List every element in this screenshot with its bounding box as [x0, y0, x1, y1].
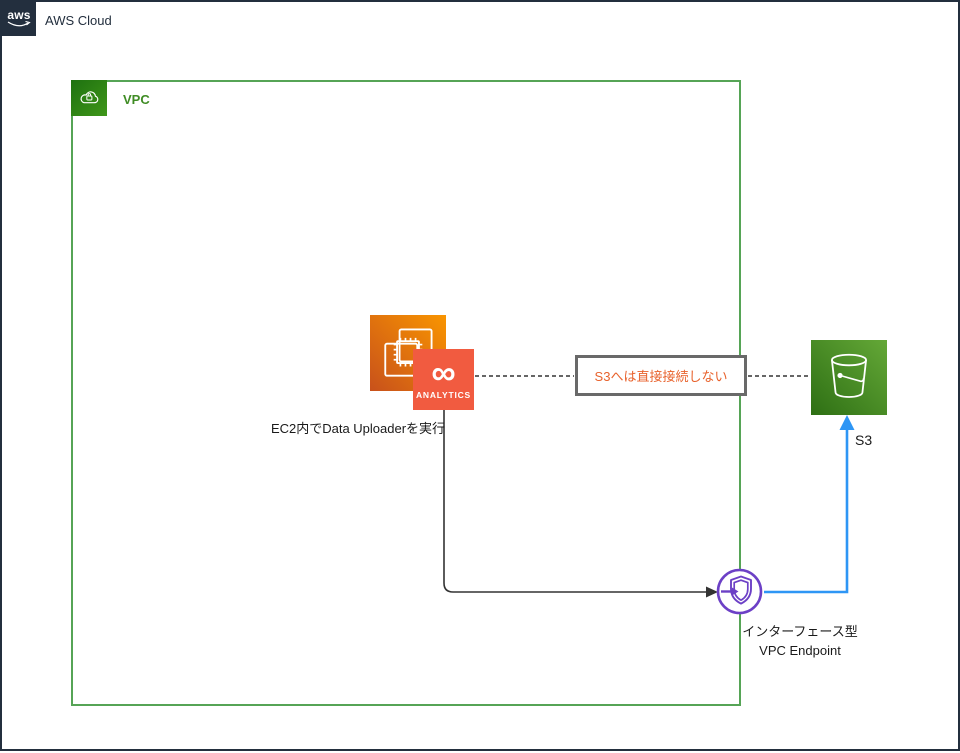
ec2-caption: EC2内でData Uploaderを実行 [270, 421, 446, 436]
line-endpoint-to-s3 [764, 428, 849, 594]
vpc-cloud-lock-icon [71, 80, 107, 116]
aws-cloud-label: AWS Cloud [45, 13, 112, 28]
aws-smile-icon [7, 21, 31, 27]
arrowhead-to-s3 [839, 415, 855, 430]
vpc-endpoint-icon [715, 567, 764, 616]
vpc-endpoint-label-line2: VPC Endpoint [759, 642, 841, 658]
analytics-infinity-logo: ∞ [431, 353, 456, 392]
aws-logo-text: aws [7, 8, 31, 22]
s3-bucket-icon [811, 340, 887, 415]
vpc-endpoint-label: インターフェース型 VPC Endpoint [700, 623, 900, 661]
analytics-app-icon: ∞ ANALYTICS [413, 349, 474, 410]
analytics-label: ANALYTICS [415, 389, 472, 400]
note-text: S3へは直接接続しない [594, 369, 728, 384]
note-box: S3へは直接接続しない [575, 355, 747, 396]
s3-label: S3 [855, 432, 873, 448]
vpc-endpoint-label-line1: インターフェース型 [742, 624, 858, 639]
vpc-label: VPC [123, 92, 150, 107]
aws-logo: aws [2, 2, 36, 36]
